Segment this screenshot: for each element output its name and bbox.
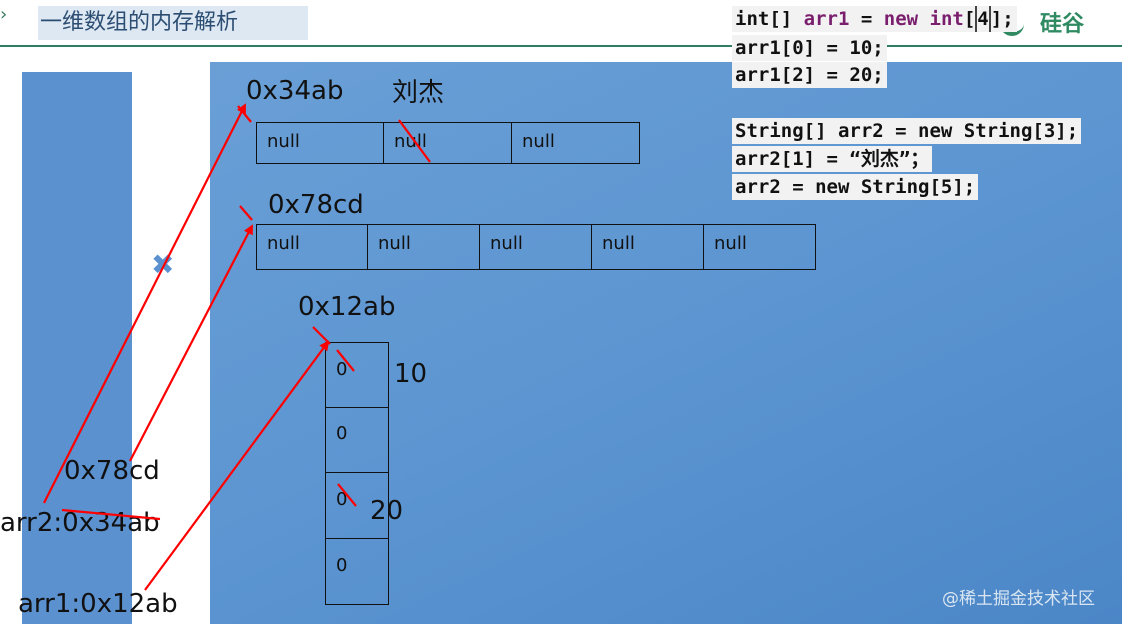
title-rule (0, 45, 1122, 47)
array-cell: 0 (325, 342, 389, 408)
code-line-1: int[] arr1 = new int[4]; (732, 6, 1017, 32)
heap-region (210, 62, 1122, 624)
array-cell: null (384, 122, 512, 164)
array-cell: 0 (325, 407, 389, 473)
array-cell: null (256, 224, 368, 270)
code-line-4: String[] arr2 = new String[3]; (732, 118, 1082, 144)
array-cell: 0 (325, 539, 389, 605)
array-cell: null (704, 224, 816, 270)
stack-arr2-label: arr2:0x34ab (0, 508, 160, 538)
code-line-3: arr1[2] = 20; (732, 62, 887, 88)
assigned-value-10: 10 (394, 359, 428, 389)
heap-address-12ab: 0x12ab (298, 292, 396, 322)
stack-arr1-label: arr1:0x12ab (18, 589, 178, 619)
heap-address-34ab: 0x34ab (246, 76, 344, 106)
string-value-annotation: 刘杰 (392, 78, 445, 108)
slide-title: 一维数组的内存解析 (38, 6, 308, 40)
cross-icon: ✖ (151, 248, 175, 281)
array-cell: null (592, 224, 704, 270)
array-cell: null (512, 122, 640, 164)
array-cell: null (480, 224, 592, 270)
code-line-5: arr2[1] = “刘杰”； (732, 146, 933, 172)
brand-logo: 硅谷 (1040, 12, 1085, 37)
array-cell: null (368, 224, 480, 270)
watermark: @稀土掘金技术社区 (942, 589, 1095, 609)
stack-new-reference: 0x78cd (64, 456, 160, 486)
code-line-2: arr1[0] = 10; (732, 35, 887, 61)
logo-arc-icon (1000, 20, 1024, 36)
chevron-icon: › (0, 4, 8, 25)
assigned-value-20: 20 (370, 496, 404, 526)
stack-region (22, 72, 132, 624)
code-line-6: arr2 = new String[5]; (732, 174, 979, 200)
array-cell: null (256, 122, 384, 164)
heap-address-78cd: 0x78cd (268, 190, 364, 220)
